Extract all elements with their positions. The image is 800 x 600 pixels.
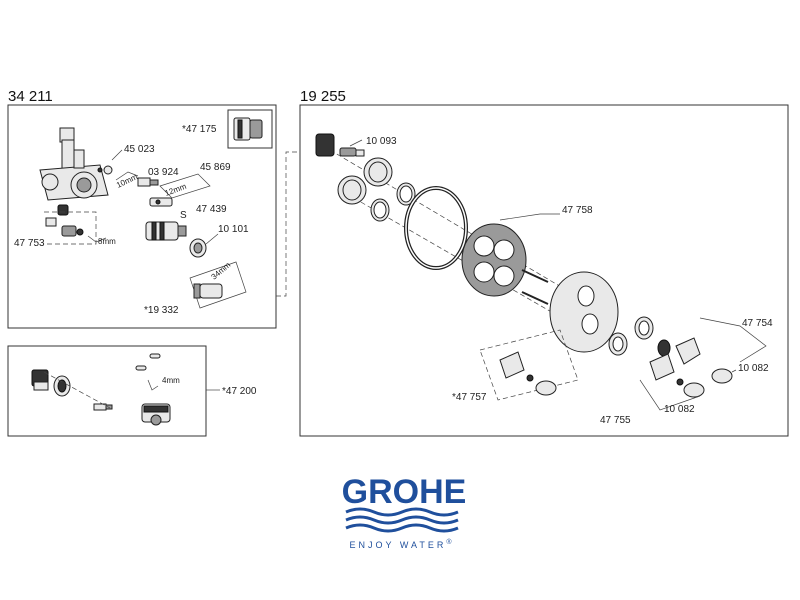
mounting-plate-part [461, 223, 527, 297]
label-10101: 10 101 [218, 224, 249, 235]
label-03924: 03 924 [148, 167, 179, 178]
handle-part-47757 [499, 351, 557, 396]
spindle-part-03924 [137, 177, 159, 187]
brand-name: GROHE [342, 473, 467, 511]
wave-mark-2 [345, 515, 459, 525]
cap-part-10082b [683, 382, 705, 398]
brand-tagline: ENJOY WATER® [349, 538, 454, 550]
ring-part-10101 [189, 238, 207, 258]
dim-10mm: 10mm [115, 172, 139, 190]
dim-4mm: 4mm [162, 376, 180, 385]
section-title-19255: 19 255 [300, 88, 346, 105]
retaining-ring-highlight [405, 187, 467, 269]
o-ring-part-lower [370, 198, 390, 222]
section-frame-47200 [7, 345, 207, 437]
connector-line [276, 151, 300, 297]
leader-box-47753 [44, 211, 97, 245]
label-47755: 47 755 [600, 415, 631, 426]
leader-10082a [731, 369, 737, 373]
handle-part-47755 [649, 353, 684, 386]
dim-8mm: 8mm [98, 237, 116, 246]
handle-part-19332 [193, 283, 223, 299]
cartridge-part-47175 [233, 117, 263, 141]
leader-10101 [205, 233, 219, 245]
allen-key-10mm [115, 171, 139, 181]
dim-12mm: 12mm [164, 182, 188, 198]
label-47753: 47 753 [14, 238, 45, 249]
leader-10093 [349, 139, 363, 147]
label-45869: 45 869 [200, 162, 231, 173]
label-47439: 47 439 [196, 204, 227, 215]
section-title-34211: 34 211 [8, 88, 53, 105]
ring-part-right-b [634, 316, 654, 340]
section-frame-34211 [7, 104, 277, 329]
leader-47758 [499, 213, 560, 221]
leader-45023 [111, 149, 123, 161]
label-47758: 47 758 [562, 205, 593, 216]
sleeve-part-lower [337, 175, 367, 205]
valve-set-part-47753 [45, 204, 84, 237]
valve-part-10093 [315, 133, 365, 157]
ring-part-right-a [608, 332, 628, 356]
label-47200: *47 200 [222, 386, 257, 397]
section-19255: 19 255 10 093 [299, 88, 789, 437]
o-ring-part-upper [396, 182, 416, 206]
axis-line-47200 [43, 371, 111, 409]
pins-part [135, 353, 161, 371]
thermo-cartridge-part [145, 221, 187, 241]
label-47175: *47 175 [182, 124, 217, 135]
label-47754: 47 754 [742, 318, 773, 329]
wave-mark-1 [345, 507, 459, 517]
allen-key-4mm [147, 379, 159, 391]
screws-part [521, 269, 549, 305]
dim-34mm: 34mm [210, 260, 233, 281]
label-S: S [180, 210, 187, 221]
cover-plate-part [549, 271, 619, 353]
section-34211: 34 211 *47 175 45 023 1 [7, 88, 277, 329]
inset-frame-47175 [227, 109, 273, 149]
leader-box-47757 [479, 329, 579, 401]
wave-mark-3 [345, 523, 459, 533]
section-47200: 4mm *47 200 [7, 345, 257, 437]
leader-box-45869 [159, 173, 211, 199]
leader-box-47755 [639, 379, 701, 411]
label-47757: *47 757 [452, 392, 487, 403]
spindle-part-small [93, 403, 113, 411]
handle-part-47754 [675, 337, 701, 365]
label-10082b: 10 082 [664, 404, 695, 415]
grohe-logo: GROHE ENJOY WATER® [342, 473, 467, 550]
mixer-body-part [39, 127, 109, 201]
section-frame-19255 [299, 104, 789, 437]
nut-part-45023 [97, 165, 113, 175]
cap-part-10082a [711, 368, 733, 384]
label-10082a: 10 082 [738, 363, 769, 374]
label-19332: *19 332 [144, 305, 179, 316]
leader-box-47754 [699, 317, 767, 363]
sleeve-part-upper [363, 157, 393, 187]
label-10093: 10 093 [366, 136, 397, 147]
valve-head-part-47200 [141, 403, 171, 426]
sleeve-part [31, 369, 49, 391]
check-valve-part-47439 [149, 197, 173, 207]
threaded-insert-part [53, 375, 71, 397]
label-45023: 45 023 [124, 144, 155, 155]
allen-key-8mm [87, 235, 107, 243]
